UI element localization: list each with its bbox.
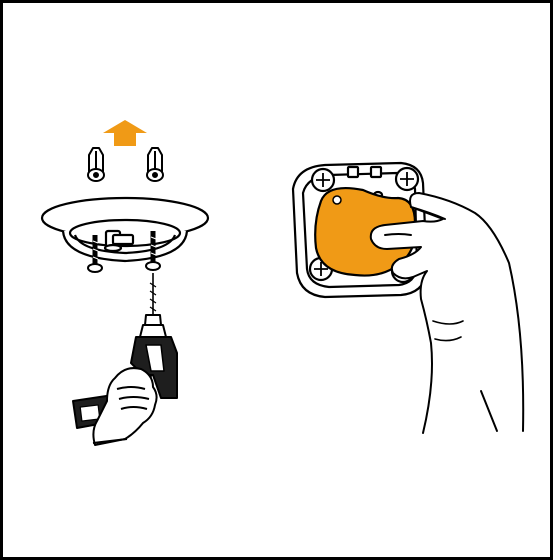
step-attach-device-illustration [278, 148, 533, 438]
step-drill-mount-illustration [28, 108, 228, 458]
drill-bit-icon [150, 273, 156, 315]
mounting-base-icon [42, 198, 208, 261]
wall-anchor-icon [147, 148, 163, 181]
up-arrow-icon [103, 120, 147, 146]
hand-icon [371, 193, 523, 433]
wall-anchor-icon [88, 148, 104, 181]
